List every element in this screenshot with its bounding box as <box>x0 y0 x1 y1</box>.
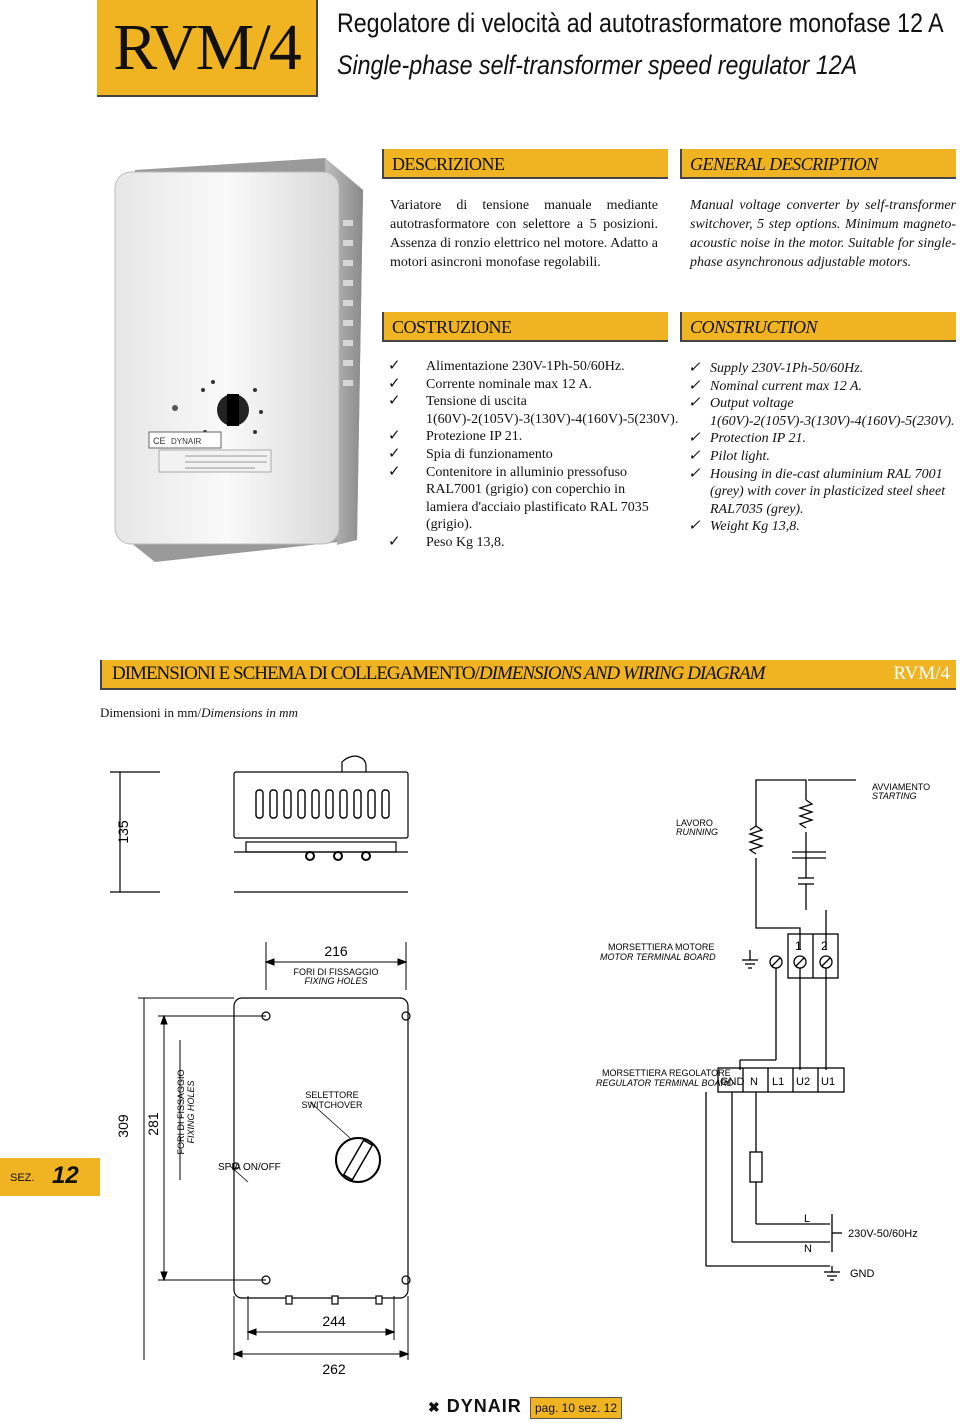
dimensions-heading: DIMENSIONI E SCHEMA DI COLLEGAMENTO/DIME… <box>112 663 766 685</box>
product-photo: CE DYNAIR <box>114 158 363 562</box>
check-icon: ✓ <box>388 358 401 374</box>
selector-label-en: SWITCHOVER <box>301 1100 363 1110</box>
list-item: ✓Peso Kg 13,8. <box>388 533 505 550</box>
pilot-light-label: SPIA ON/OFF <box>218 1162 281 1173</box>
fixing-holes-vertical-it: FORI DI FISSAGGIO <box>176 1069 186 1154</box>
selector-label-it: SELETTORE <box>305 1090 358 1100</box>
motor-terminal-label-en: MOTOR TERMINAL BOARD <box>600 952 716 962</box>
title-english: Single-phase self-transformer speed regu… <box>337 50 858 80</box>
wiring-diagram: AVVIAMENTO STARTING LAVORO RUNNING MORSE… <box>596 779 930 1281</box>
gnd-label: GND <box>850 1268 875 1280</box>
reg-term-u1: U1 <box>821 1076 835 1088</box>
list-item: ✓Protection IP 21. <box>688 430 807 447</box>
list-item: ✓Corrente nominale max 12 A. <box>388 375 593 392</box>
reg-term-n: N <box>750 1076 758 1088</box>
list-item: ✓Output voltage 1(60V)-2(105V)-3(130V)-4… <box>688 395 955 429</box>
list-item: ✓Alimentazione 230V-1Ph-50/60Hz. <box>388 358 625 374</box>
starting-label-en: STARTING <box>872 791 917 801</box>
section-prefix: SEZ. <box>10 1172 35 1184</box>
check-icon: ✓ <box>688 518 701 535</box>
check-icon: ✓ <box>688 360 701 376</box>
running-label-en: RUNNING <box>676 827 718 837</box>
product-code: RVM/4 <box>113 10 301 84</box>
check-icon: ✓ <box>388 533 401 550</box>
fan-icon: ✖ <box>428 1399 441 1415</box>
list-item: ✓Tensione di uscita 1(60V)-2(105V)-3(130… <box>388 393 679 427</box>
dimension-drawing: 135 216 FORI DI FISSAGGIO FIXING HOLES S… <box>110 755 411 1377</box>
motor-term-2: 2 <box>821 939 828 953</box>
photo-brand: DYNAIR <box>171 437 201 446</box>
check-icon: ✓ <box>388 463 401 480</box>
list-item: ✓Nominal current max 12 A. <box>688 377 863 394</box>
check-icon: ✓ <box>388 393 401 410</box>
check-icon: ✓ <box>688 465 701 482</box>
regulator-terminal-label-it: MORSETTIERA REGOLATORE <box>602 1068 731 1078</box>
footer-page-number: pag. 10 sez. 12 <box>530 1397 622 1419</box>
general-description-heading: GENERAL DESCRIPTION <box>680 149 956 179</box>
dimensions-heading-en: DIMENSIONS AND WIRING DIAGRAM <box>478 663 766 684</box>
check-icon: ✓ <box>388 375 401 392</box>
check-icon: ✓ <box>388 428 401 445</box>
list-item: ✓Protezione IP 21. <box>388 428 523 445</box>
supply-label: 230V-50/60Hz <box>848 1228 918 1240</box>
dimension-281: 281 <box>145 1112 161 1136</box>
reg-term-gnd: GND <box>720 1076 745 1088</box>
photo-ce-mark: CE <box>153 436 166 446</box>
section-number: 12 <box>52 1162 79 1189</box>
product-code-box: RVM/4 <box>97 0 318 97</box>
list-item: ✓Weight Kg 13,8. <box>688 518 800 535</box>
list-item: ✓Spia di funzionamento <box>388 445 553 462</box>
list-item: ✓Contenitore in alluminio pressofuso RAL… <box>388 463 649 533</box>
dimensions-heading-bar: DIMENSIONI E SCHEMA DI COLLEGAMENTO/DIME… <box>100 660 956 690</box>
dimension-135: 135 <box>115 820 131 844</box>
list-item: ✓Supply 230V-1Ph-50/60Hz. <box>688 360 864 376</box>
general-description-text: Manual voltage converter by self-transfo… <box>690 198 956 270</box>
dimension-309: 309 <box>115 1114 131 1138</box>
footer-brand-logo: ✖ DYNAIR <box>428 1396 522 1417</box>
reg-term-l1: L1 <box>772 1076 784 1088</box>
title-italian: Regolatore di velocità ad autotrasformat… <box>337 8 944 38</box>
supply-n-label: N <box>804 1243 812 1255</box>
fixing-holes-label-it: FORI DI FISSAGGIO <box>293 967 378 977</box>
footer-brand: DYNAIR <box>446 1396 522 1416</box>
dimension-244: 244 <box>322 1313 346 1329</box>
check-icon: ✓ <box>688 377 701 394</box>
motor-term-1: 1 <box>795 939 802 953</box>
running-label-it: LAVORO <box>676 818 713 828</box>
descrizione-heading: DESCRIZIONE <box>382 149 668 179</box>
check-icon: ✓ <box>688 447 701 464</box>
fixing-holes-label-en: FIXING HOLES <box>304 976 367 986</box>
reg-term-u2: U2 <box>796 1076 810 1088</box>
list-item: ✓Pilot light. <box>688 447 770 464</box>
construction-heading: CONSTRUCTION <box>680 312 956 342</box>
descrizione-text: Variatore di tensione manuale mediante a… <box>390 198 658 270</box>
starting-label-it: AVVIAMENTO <box>872 782 930 792</box>
costruzione-list: ✓Alimentazione 230V-1Ph-50/60Hz. ✓Corren… <box>388 358 679 552</box>
check-icon: ✓ <box>688 395 701 412</box>
dimension-262: 262 <box>322 1361 346 1377</box>
section-tab: SEZ. 12 <box>0 1158 100 1196</box>
dimensions-heading-it: DIMENSIONI E SCHEMA DI COLLEGAMENTO/ <box>112 663 480 684</box>
check-icon: ✓ <box>388 445 401 462</box>
construction-list: ✓Supply 230V-1Ph-50/60Hz. ✓Nominal curre… <box>688 360 956 536</box>
supply-l-label: L <box>804 1213 810 1225</box>
costruzione-heading: COSTRUZIONE <box>382 312 668 342</box>
fixing-holes-vertical-en: FIXING HOLES <box>186 1080 196 1143</box>
dimensions-subtitle: Dimensioni in mm/Dimensions in mm <box>100 705 298 720</box>
dimension-216: 216 <box>324 943 348 959</box>
regulator-terminal-label-en: REGULATOR TERMINAL BOARD <box>596 1078 734 1088</box>
dimensions-code: RVM/4 <box>893 663 950 684</box>
list-item: ✓Housing in die-cast aluminium RAL 7001 … <box>688 465 946 517</box>
motor-terminal-label-it: MORSETTIERA MOTORE <box>608 942 714 952</box>
check-icon: ✓ <box>688 430 701 447</box>
